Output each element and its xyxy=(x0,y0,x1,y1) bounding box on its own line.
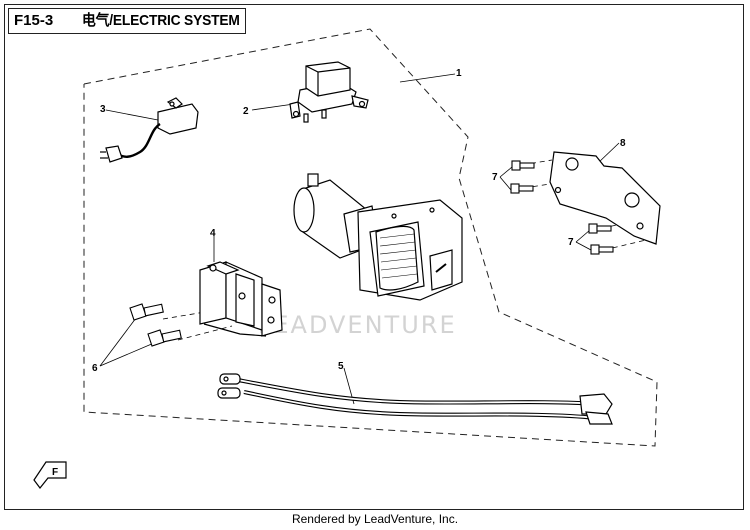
part-6-bolts xyxy=(129,303,182,347)
leader-2 xyxy=(251,103,295,111)
callout-8: 8 xyxy=(620,138,626,149)
part-8-mount-plate xyxy=(549,151,661,245)
callout-7b: 7 xyxy=(568,237,574,248)
assembly-boundary xyxy=(83,28,658,447)
part-2-solenoid xyxy=(289,61,369,123)
callout-1: 1 xyxy=(456,68,462,79)
part-4-bracket xyxy=(199,261,283,337)
footer-credit: Rendered by LeadVenture, Inc. xyxy=(291,512,459,526)
diagram-frame xyxy=(4,4,744,510)
part-7-bolts xyxy=(510,160,614,255)
leader-6a xyxy=(99,317,137,367)
leader-lines xyxy=(99,73,647,405)
leader-8 xyxy=(597,142,620,164)
part-1-winch xyxy=(293,173,463,301)
leader-7b-1 xyxy=(575,229,591,243)
page-code: F15-3 xyxy=(14,12,54,29)
leader-bolt-a xyxy=(162,311,206,320)
leader-7a-1 xyxy=(499,166,513,178)
leader-7b-2 xyxy=(575,241,592,251)
front-direction-marker: F xyxy=(33,461,67,489)
leader-1 xyxy=(399,73,456,83)
leader-6b xyxy=(99,342,155,367)
leader-bolt-b xyxy=(177,325,233,341)
callout-3: 3 xyxy=(100,104,106,115)
direction-marker-text: F xyxy=(52,467,58,478)
title-box xyxy=(8,8,246,34)
callout-4: 4 xyxy=(210,228,216,239)
part-5-cable xyxy=(217,373,613,425)
page-title: 电气/ELECTRIC SYSTEM xyxy=(82,12,240,29)
leader-3 xyxy=(105,109,159,121)
leader-7a-2 xyxy=(499,176,512,191)
callout-5: 5 xyxy=(338,361,344,372)
leader-bolt-f xyxy=(603,239,647,251)
callout-7a: 7 xyxy=(492,172,498,183)
watermark-text: LEADVENTURE xyxy=(258,311,457,339)
callout-6: 6 xyxy=(92,363,98,374)
callout-2: 2 xyxy=(243,106,249,117)
part-3-switch xyxy=(100,97,199,163)
